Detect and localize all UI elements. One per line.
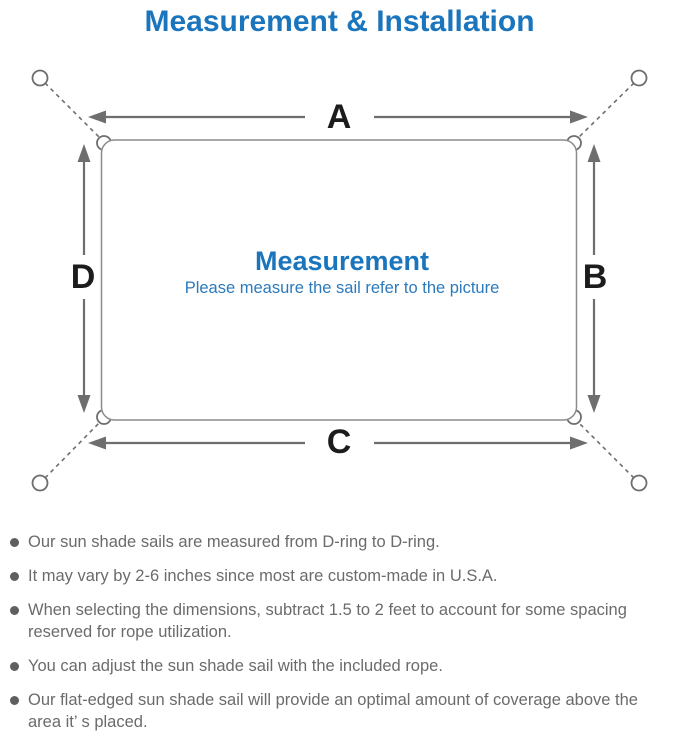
- list-item: Our sun shade sails are measured from D-…: [10, 531, 671, 553]
- diagram-center-subtitle: Please measure the sail refer to the pic…: [185, 279, 500, 297]
- note-text: Our sun shade sails are measured from D-…: [28, 533, 440, 551]
- bullet-icon: [10, 572, 19, 581]
- note-text: Our flat-edged sun shade sail will provi…: [28, 691, 638, 731]
- rope-bottom-right: [576, 420, 635, 479]
- arrowhead-b-bottom: [587, 395, 601, 413]
- anchor-circle-top-left: [31, 69, 49, 87]
- measurement-notes-list: Our sun shade sails are measured from D-…: [0, 531, 679, 733]
- list-item: You can adjust the sun shade sail with t…: [10, 655, 671, 677]
- arrowhead-c-right: [570, 436, 588, 450]
- list-item: When selecting the dimensions, subtract …: [10, 599, 671, 643]
- page-title: Measurement & Installation: [144, 5, 535, 38]
- sail-rectangle: [100, 139, 578, 421]
- measurement-diagram: A C D B Measurement Please measure the s…: [0, 58, 679, 503]
- note-text: You can adjust the sun shade sail with t…: [28, 657, 443, 675]
- rope-top-left: [44, 82, 102, 140]
- arrowhead-d-top: [77, 144, 91, 162]
- note-text: When selecting the dimensions, subtract …: [28, 601, 627, 641]
- arrowhead-a-left: [88, 110, 106, 124]
- list-item: Our flat-edged sun shade sail will provi…: [10, 689, 671, 733]
- dimension-label-b: B: [583, 258, 608, 296]
- bullet-icon: [10, 606, 19, 615]
- rope-bottom-left: [44, 420, 102, 479]
- anchor-circle-top-right: [630, 69, 648, 87]
- diagram-center-title: Measurement: [255, 246, 429, 276]
- dimension-label-d: D: [71, 258, 96, 296]
- note-text: It may vary by 2-6 inches since most are…: [28, 567, 498, 585]
- anchor-circle-bottom-left: [31, 474, 49, 492]
- arrowhead-a-right: [570, 110, 588, 124]
- dimension-label-c: C: [327, 423, 352, 461]
- sail-diagram-canvas: A C D B Measurement Please measure the s…: [31, 69, 648, 492]
- arrowhead-d-bottom: [77, 395, 91, 413]
- anchor-rope-lines: [44, 82, 635, 479]
- list-item: It may vary by 2-6 inches since most are…: [10, 565, 671, 587]
- rope-top-right: [576, 82, 635, 140]
- anchor-circle-bottom-right: [630, 474, 648, 492]
- arrowhead-c-left: [88, 436, 106, 450]
- bullet-icon: [10, 538, 19, 547]
- arrowhead-b-top: [587, 144, 601, 162]
- dimension-label-a: A: [327, 98, 352, 136]
- anchor-points: [31, 69, 648, 492]
- bullet-icon: [10, 662, 19, 671]
- bullet-icon: [10, 696, 19, 705]
